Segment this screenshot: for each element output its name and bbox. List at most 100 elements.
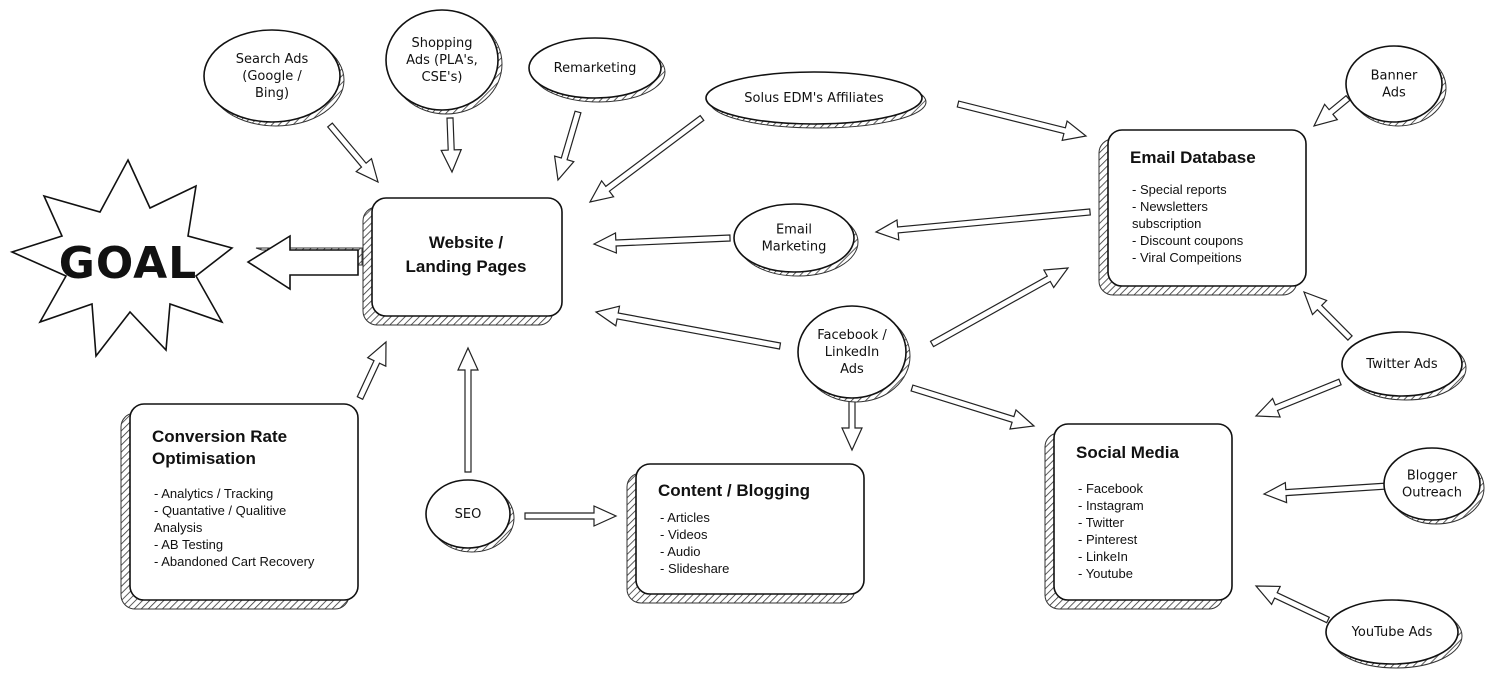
youtube-ads-ellipse-outline — [1325, 599, 1459, 665]
seo-ellipse: SEO — [425, 479, 515, 553]
arrow-email-mkt-to-website — [592, 232, 731, 254]
search-ads-ellipse-outline — [203, 29, 341, 123]
content-box-item-line: - Slideshare — [660, 561, 729, 576]
content-box-item-line: - Videos — [660, 527, 708, 542]
email-database-box-title-line: Email Database — [1130, 148, 1256, 167]
arrow-youtube-to-social — [1254, 585, 1331, 624]
email-database-box-item-line: - Newsletters — [1132, 199, 1208, 214]
arrow-shopping-to-website — [440, 117, 463, 174]
goal-star-outline — [9, 158, 234, 359]
conversion-box-item-line: - Analytics / Tracking — [154, 486, 273, 501]
content-box-item-line: - Audio — [660, 544, 700, 559]
social-box-item-line: - LinkeIn — [1078, 549, 1128, 564]
social-box-title-line: Social Media — [1076, 443, 1180, 462]
arrow-search-to-website — [326, 122, 379, 184]
arrow-cro-to-website — [356, 340, 387, 401]
social-box-item-line: - Pinterest — [1078, 532, 1138, 547]
email-database-box-item-line: - Special reports — [1132, 182, 1227, 197]
social-box-item-line: - Twitter — [1078, 515, 1125, 530]
conversion-box-title-line: Optimisation — [152, 449, 256, 468]
youtube-ads-ellipse: YouTube Ads — [1325, 599, 1463, 669]
arrow-blogger-to-social — [1262, 481, 1389, 504]
shopping-ads-ellipse-line: Ads (PLA's, — [406, 53, 478, 68]
arrow-solus-to-website — [588, 114, 705, 203]
conversion-box-item-line: - AB Testing — [154, 537, 223, 552]
arrow-twitter-to-social — [1254, 378, 1342, 418]
email-database-box-item-line: - Viral Compeitions — [1132, 250, 1242, 265]
social-box-outline — [1053, 423, 1233, 601]
facebook-linkedin-ellipse-line: LinkedIn — [825, 345, 879, 360]
seo-ellipse-outline — [425, 479, 511, 549]
social-box-item-line: - Facebook — [1078, 481, 1144, 496]
arrow-seo-to-website — [457, 346, 479, 473]
arrow-seo-to-content — [524, 505, 618, 527]
content-box-title-line: Content / Blogging — [658, 481, 810, 500]
social-box-item-line: - Instagram — [1078, 498, 1144, 513]
remarketing-ellipse-line: Remarketing — [554, 61, 637, 76]
website-title-line: Website / — [429, 233, 504, 252]
facebook-linkedin-ellipse-line: Ads — [840, 362, 864, 377]
conversion-box-outline — [129, 403, 359, 601]
arrow-banner-to-emaildb — [1312, 94, 1351, 127]
search-ads-ellipse-line: (Google / — [242, 69, 302, 84]
blogger-outreach-ellipse-line: Outreach — [1402, 486, 1462, 501]
arrow-fb-to-social — [910, 384, 1036, 430]
arrow-emaildb-to-email-mkt — [874, 208, 1091, 241]
search-ads-ellipse-line: Search Ads — [236, 52, 309, 67]
banner-ads-ellipse-line: Banner — [1371, 69, 1418, 84]
twitter-ads-ellipse-outline — [1341, 331, 1463, 397]
remarketing-ellipse: Remarketing — [528, 37, 666, 103]
conversion-box-item-line: Analysis — [154, 520, 203, 535]
conversion-box-item-line: - Quantative / Qualitive — [154, 503, 286, 518]
search-ads-ellipse: Search Ads (Google / Bing) — [203, 29, 345, 127]
arrow-remarketing-to-website — [553, 110, 582, 182]
content-box-item-line: - Articles — [660, 510, 710, 525]
remarketing-ellipse-outline — [528, 37, 662, 99]
email-marketing-ellipse-outline — [733, 203, 855, 273]
email-database-box: Email Database - Special reports - Newslet… — [1098, 129, 1307, 296]
search-ads-ellipse-line: Bing) — [255, 86, 289, 101]
email-database-box-outline — [1107, 129, 1307, 287]
conversion-box-title-line: Conversion Rate — [152, 427, 287, 446]
shopping-ads-ellipse-line: CSE's) — [422, 70, 463, 85]
email-database-box-item-line: subscription — [1132, 216, 1201, 231]
banner-ads-ellipse-outline — [1345, 45, 1443, 123]
social-box: Social Media - Facebook - Instagram - Twitt… — [1044, 423, 1233, 610]
banner-ads-ellipse-line: Ads — [1382, 86, 1406, 101]
goal-arrow — [246, 234, 359, 291]
facebook-linkedin-ellipse-line: Facebook / — [817, 328, 887, 343]
solus-ellipse: Solus EDM's Affiliates — [705, 71, 927, 129]
website-box-outline — [371, 197, 563, 317]
goal-burst: GOAL — [9, 158, 234, 359]
shopping-ads-ellipse-line: Shopping — [411, 36, 472, 51]
blogger-outreach-ellipse-line: Blogger — [1407, 469, 1458, 484]
arrow-twitter-to-emaildb — [1302, 290, 1353, 341]
arrow-fb-to-website — [594, 305, 782, 350]
email-database-box-item-line: - Discount coupons — [1132, 233, 1244, 248]
blogger-outreach-ellipse-outline — [1383, 447, 1481, 521]
solus-ellipse-outline — [705, 71, 923, 125]
content-box: Content / Blogging - Articles - Videos - Au… — [626, 463, 865, 604]
twitter-ads-ellipse-line: Twitter Ads — [1365, 357, 1438, 372]
shopping-ads-ellipse-outline — [385, 9, 499, 111]
seo-ellipse-line: SEO — [455, 507, 482, 522]
arrow-fb-to-content — [841, 397, 863, 452]
solus-ellipse-line: Solus EDM's Affiliates — [744, 91, 884, 106]
goal-label: GOAL — [59, 238, 197, 289]
facebook-linkedin-ellipse-outline — [797, 305, 907, 399]
email-marketing-ellipse-line: Marketing — [762, 240, 827, 255]
email-marketing-ellipse-line: Email — [776, 223, 812, 238]
website-title-line: Landing Pages — [406, 257, 527, 276]
website-box: Website / Landing Pages — [362, 197, 563, 326]
arrow-fb-to-emaildb — [929, 267, 1070, 348]
content-box-outline — [635, 463, 865, 595]
arrow-solus-to-emaildb — [956, 100, 1088, 142]
